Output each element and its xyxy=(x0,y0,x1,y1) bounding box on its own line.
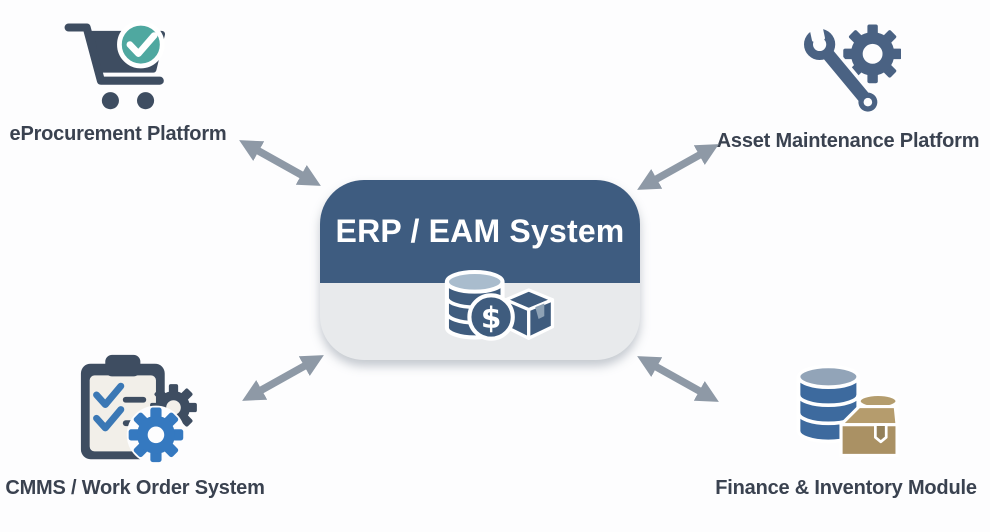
dollar-sign-glyph: $ xyxy=(481,301,501,335)
node-label-finance-inventory: Finance & Inventory Module xyxy=(715,477,977,499)
connector-arrow-bottom-left xyxy=(242,355,324,401)
erp-eam-title: ERP / EAM System xyxy=(335,213,625,249)
connector-arrow-bottom-right xyxy=(637,356,719,402)
node-label-asset-maintenance: Asset Maintenance Platform xyxy=(716,130,980,152)
clipboard-checklist-gears-icon xyxy=(69,352,201,467)
node-finance-inventory-module: Finance & Inventory Module xyxy=(715,354,977,500)
node-cmms-work-order-system: CMMS / Work Order System xyxy=(5,352,265,500)
finance-database-coin-box-icon: $ xyxy=(444,269,555,341)
databases-box-icon xyxy=(785,354,907,461)
node-label-eprocurement: eProcurement Platform xyxy=(9,123,227,145)
node-asset-maintenance-platform: Asset Maintenance Platform xyxy=(717,16,980,153)
connector-arrow-top-left xyxy=(239,140,321,186)
node-eprocurement-platform: eProcurement Platform xyxy=(9,18,227,146)
wrench-gear-icon xyxy=(795,16,901,122)
shopping-cart-check-icon xyxy=(61,18,175,113)
erp-eam-header: ERP / EAM System xyxy=(320,180,640,283)
node-label-cmms: CMMS / Work Order System xyxy=(5,477,265,499)
connector-arrow-top-right xyxy=(637,144,719,190)
erp-eam-system-box: ERP / EAM System $ xyxy=(320,180,640,360)
